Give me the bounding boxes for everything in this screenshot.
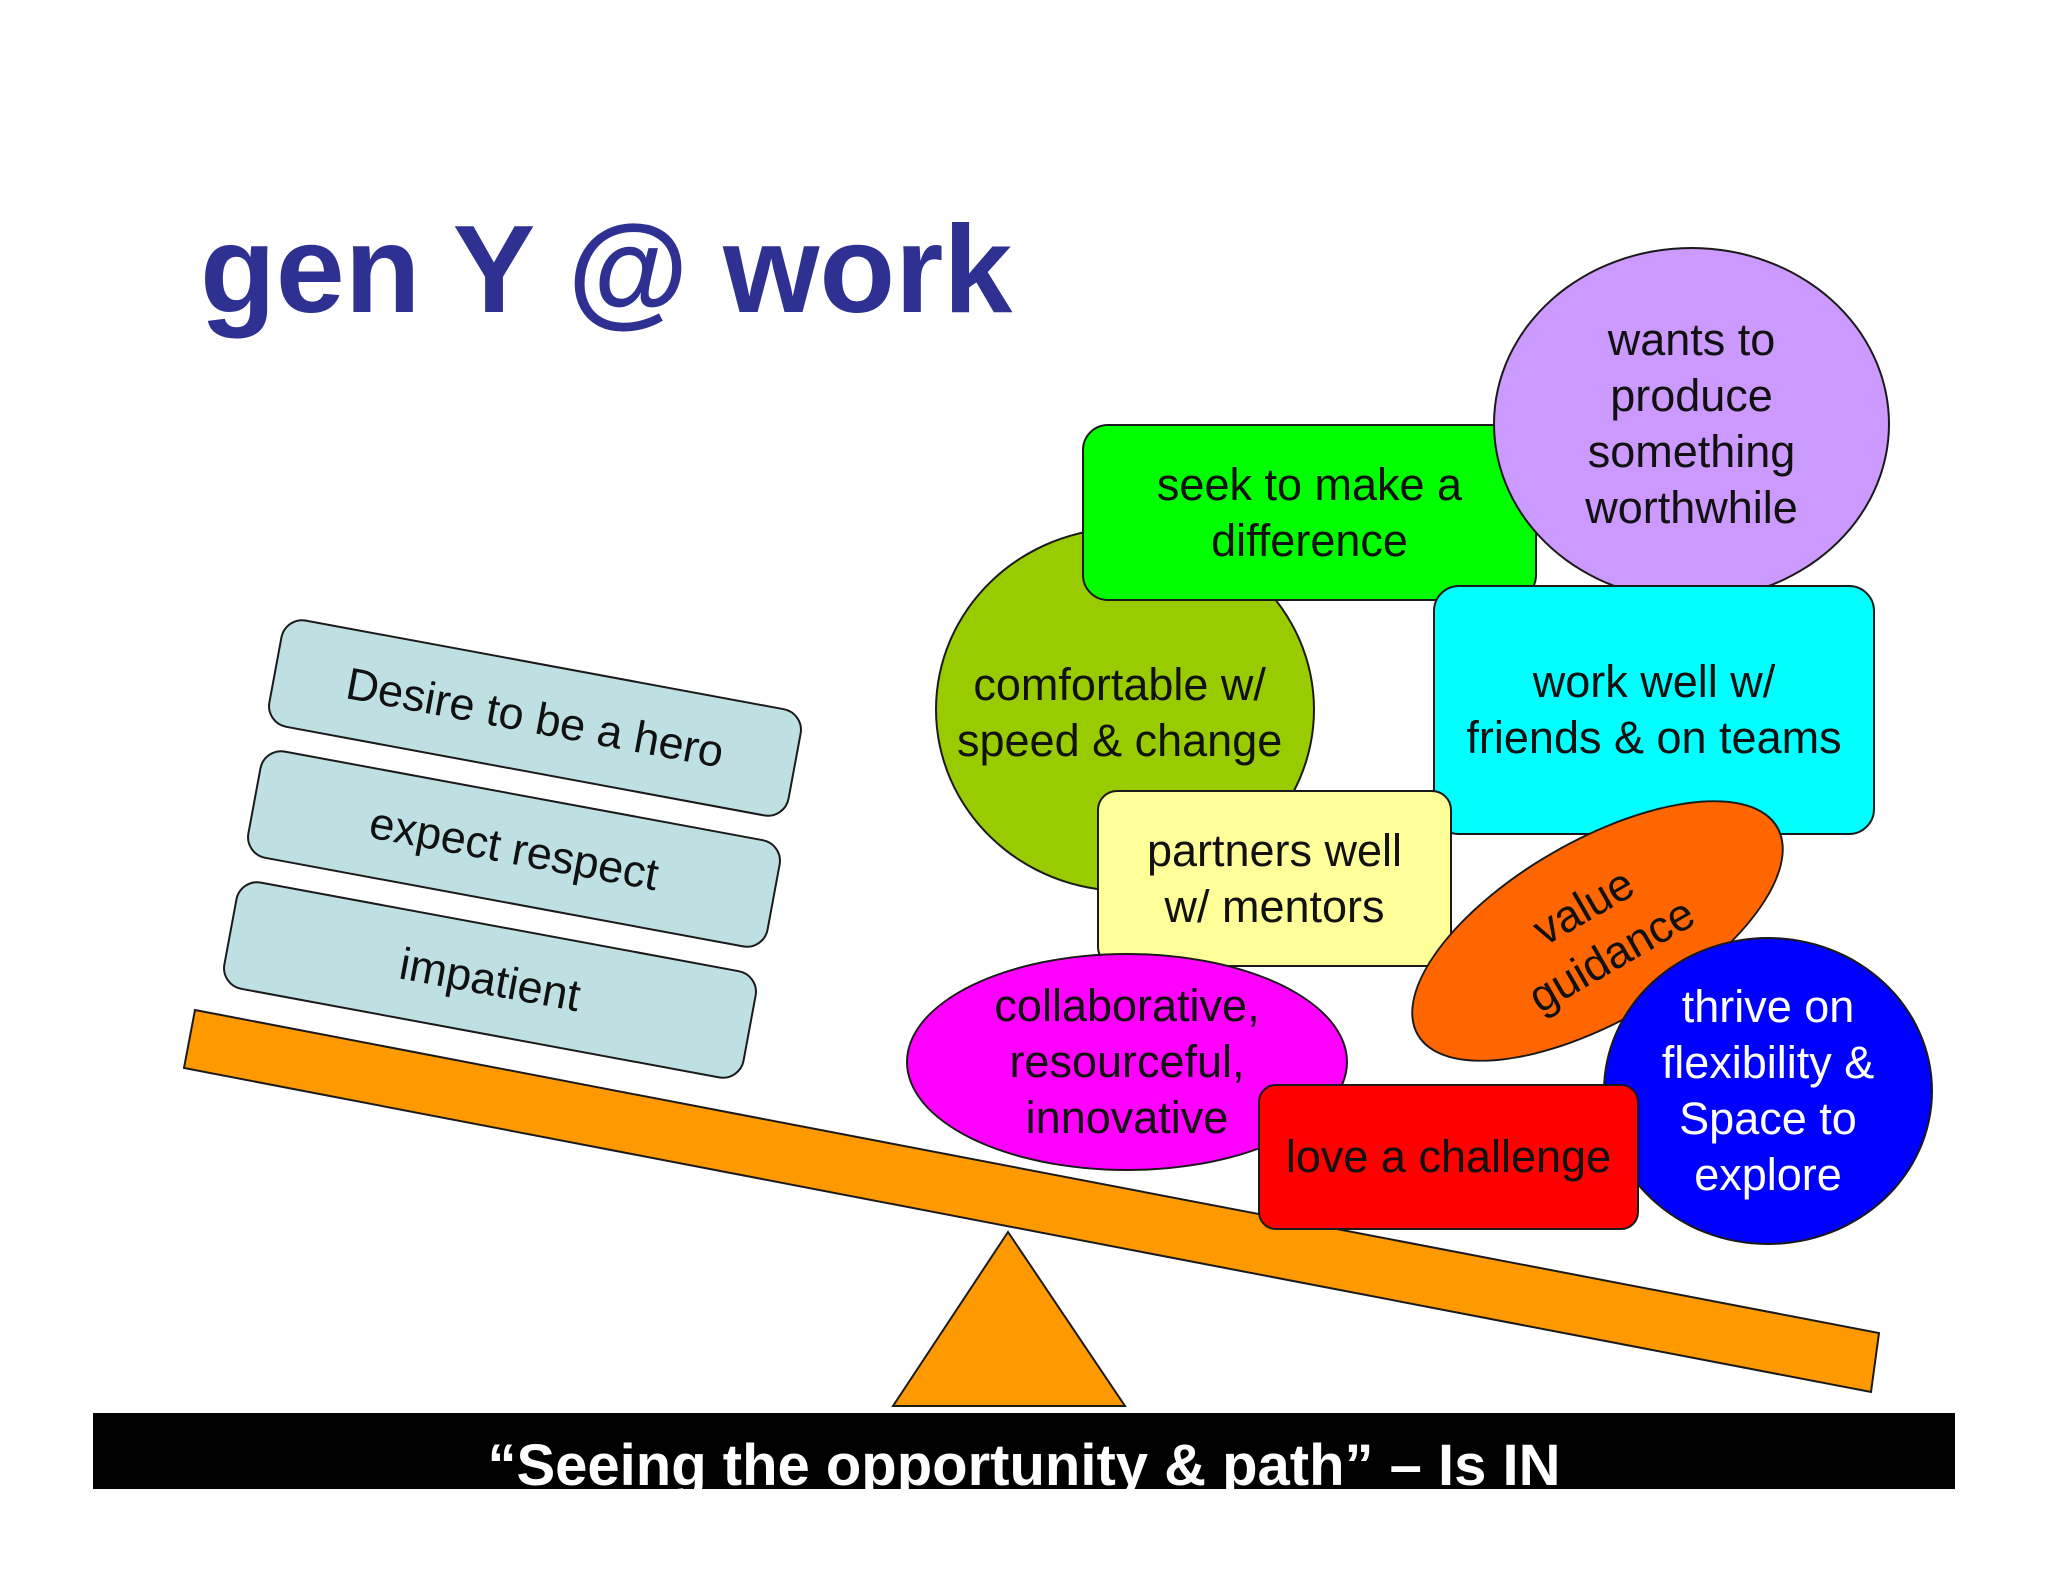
box-label: work well w/ friends & on teams <box>1466 656 1842 763</box>
box-label: love a challenge <box>1285 1131 1612 1182</box>
slide-title: gen Y @ work <box>200 201 1013 339</box>
footer-banner: “Seeing the opportunity & path” – Is IN <box>93 1413 1955 1489</box>
bubble-collaborative: collaborative, resourceful, innovative <box>906 953 1348 1171</box>
bubble-label: collaborative, resourceful, innovative <box>994 980 1260 1143</box>
box-partners-mentors: partners well w/ mentors <box>1097 790 1452 967</box>
bubble-wants-produce: wants to produce something worthwhile <box>1493 247 1890 601</box>
bubble-label: comfortable w/ speed & change <box>957 659 1283 766</box>
box-work-well: work well w/ friends & on teams <box>1433 585 1875 835</box>
box-label: partners well w/ mentors <box>1146 824 1403 932</box>
bubble-label: wants to produce something worthwhile <box>1585 314 1798 533</box>
bubble-label: thrive on flexibility & Space to explore <box>1661 981 1875 1200</box>
box-label: seek to make a difference <box>1156 458 1463 566</box>
bubble-thrive-flexibility: thrive on flexibility & Space to explore <box>1603 937 1933 1245</box>
footer-text: “Seeing the opportunity & path” – Is IN <box>487 1433 1561 1489</box>
block-label: impatient <box>395 937 585 1022</box>
box-seek-difference: seek to make a difference <box>1082 424 1537 601</box>
box-love-challenge: love a challenge <box>1258 1084 1639 1230</box>
seesaw-fulcrum <box>891 1230 1127 1407</box>
